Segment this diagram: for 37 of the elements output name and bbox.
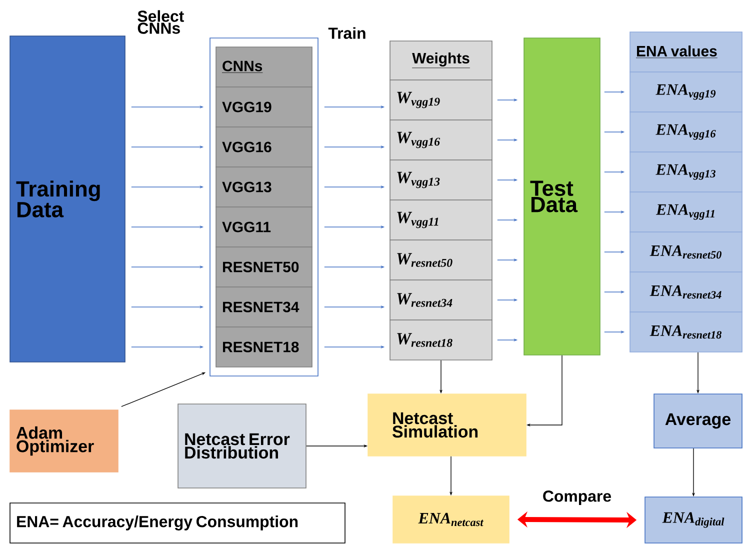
step-label: Train xyxy=(328,27,366,39)
table-cell: ENA$_{vgg16}$ xyxy=(630,112,742,152)
table-cell: RESNET18 xyxy=(216,326,312,368)
table-cell: ENA$_{resnet34}$ xyxy=(630,272,742,312)
process-box: Netcast Error Distribution xyxy=(178,404,306,488)
table-cell: ENA$_{vgg19}$ xyxy=(630,72,742,112)
table-cell: W$_{resnet50}$ xyxy=(390,240,492,280)
process-box: Netcast Simulation xyxy=(368,394,526,456)
table-cell: W$_{vgg19}$ xyxy=(390,80,492,120)
table-cell: RESNET50 xyxy=(216,246,312,288)
data-block: Training Data xyxy=(10,36,126,362)
table-cell: W$_{vgg11}$ xyxy=(390,200,492,240)
panel-frame xyxy=(210,38,318,376)
table-cell: ENA$_{resnet50}$ xyxy=(630,232,742,272)
column-header: CNNs xyxy=(216,46,312,88)
result-box: ENA$_{digital}$ xyxy=(644,496,742,544)
process-box: Average xyxy=(654,394,742,448)
result-box: ENA$_{netcast}$ xyxy=(392,496,510,544)
table-cell: W$_{vgg16}$ xyxy=(390,120,492,160)
data-block: Test Data xyxy=(524,38,600,356)
note-box: ENA= Accuracy/Energy Consumption xyxy=(10,502,346,544)
edge-label: Compare xyxy=(541,490,613,506)
table-cell: W$_{resnet34}$ xyxy=(390,280,492,320)
table-cell: VGG11 xyxy=(216,206,312,248)
table-cell: VGG16 xyxy=(216,126,312,168)
process-box: Adam Optimizer xyxy=(10,410,118,472)
table-cell: VGG13 xyxy=(216,166,312,208)
column-header: ENA values xyxy=(630,32,742,72)
table-cell: RESNET34 xyxy=(216,286,312,328)
table-cell: ENA$_{resnet18}$ xyxy=(630,312,742,352)
column-header: Weights xyxy=(390,40,492,80)
table-cell: W$_{resnet18}$ xyxy=(390,320,492,360)
step-label: Select CNNs xyxy=(138,10,184,34)
table-cell: VGG19 xyxy=(216,86,312,128)
table-cell: ENA$_{vgg13}$ xyxy=(630,152,742,192)
table-cell: ENA$_{vgg11}$ xyxy=(630,192,742,232)
table-cell: W$_{vgg13}$ xyxy=(390,160,492,200)
